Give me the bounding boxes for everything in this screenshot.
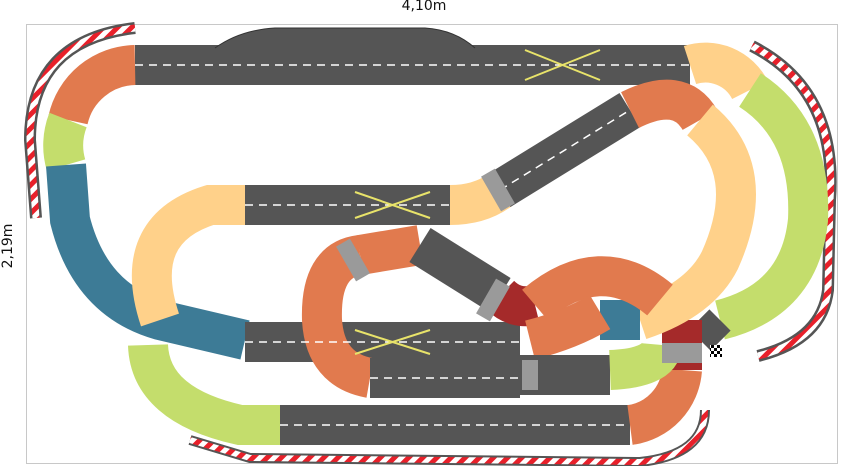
crossing-marks xyxy=(354,49,601,355)
finish-flag-icon xyxy=(710,345,722,357)
lane-lines xyxy=(135,64,690,426)
curbs xyxy=(23,22,837,466)
width-dimension-label: 4,10m xyxy=(401,0,447,14)
grey-joints xyxy=(336,168,702,390)
